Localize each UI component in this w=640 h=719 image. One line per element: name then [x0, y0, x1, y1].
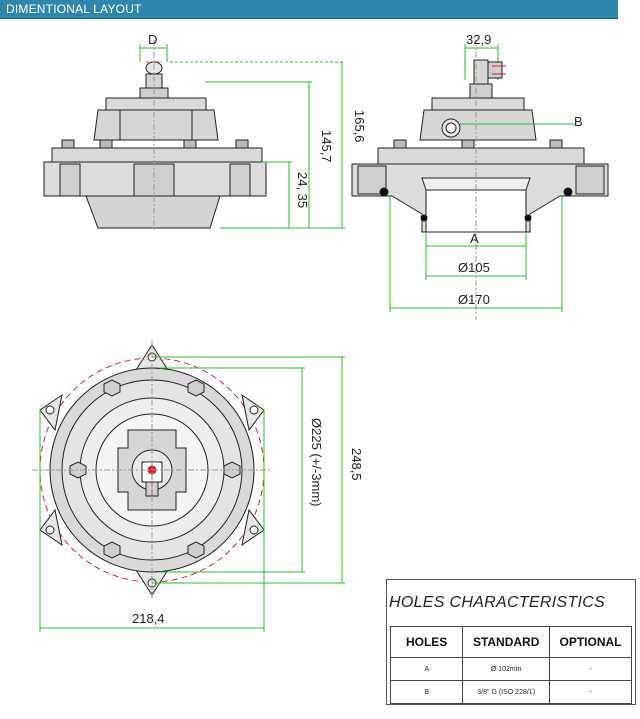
dim-fitting-offset: 32,9 [466, 32, 491, 47]
label-b: B [574, 114, 583, 129]
hole-id: B [389, 680, 464, 704]
dim-overall-width: 218,4 [132, 611, 165, 626]
dim-height-total: 165,6 [352, 110, 367, 143]
front-view [43, 40, 345, 232]
col-optional: OPTIONAL [549, 626, 632, 658]
hole-id: A [389, 657, 464, 681]
dim-inner-diameter: Ø105 [458, 260, 490, 275]
header-title: DIMENTIONAL LAYOUT [6, 2, 142, 16]
hole-optional: - [549, 657, 632, 681]
table-row: A Ø 102mm - [389, 657, 632, 681]
col-holes: HOLES [389, 626, 464, 658]
col-standard: STANDARD [462, 626, 551, 658]
holes-table: HOLES STANDARD OPTIONAL A Ø 102mm - B 3/… [389, 626, 632, 704]
holes-title: HOLES CHARACTERISTICS [389, 594, 606, 611]
hole-standard: Ø 102mm [462, 657, 551, 681]
table-row: B 3/8" G (ISO 228/1) - [389, 680, 632, 704]
top-view [32, 340, 345, 632]
label-a: A [470, 231, 479, 246]
holes-characteristics-panel: HOLES CHARACTERISTICS HOLES STANDARD OPT… [386, 579, 636, 705]
holes-table-header: HOLES STANDARD OPTIONAL [389, 626, 632, 658]
header-bar: DIMENTIONAL LAYOUT [0, 0, 618, 19]
label-d: D [148, 32, 157, 47]
dim-outer-diameter: Ø170 [458, 292, 490, 307]
dim-flange-diameter: Ø225 (+/-3mm) [309, 418, 324, 507]
side-view [351, 40, 609, 320]
hole-standard: 3/8" G (ISO 228/1) [462, 680, 551, 704]
dim-overall-height: 248,5 [349, 448, 364, 481]
dim-height-lower: 24, 35 [295, 172, 310, 208]
dim-height-body: 145,7 [319, 130, 334, 163]
hole-optional: - [549, 680, 632, 704]
